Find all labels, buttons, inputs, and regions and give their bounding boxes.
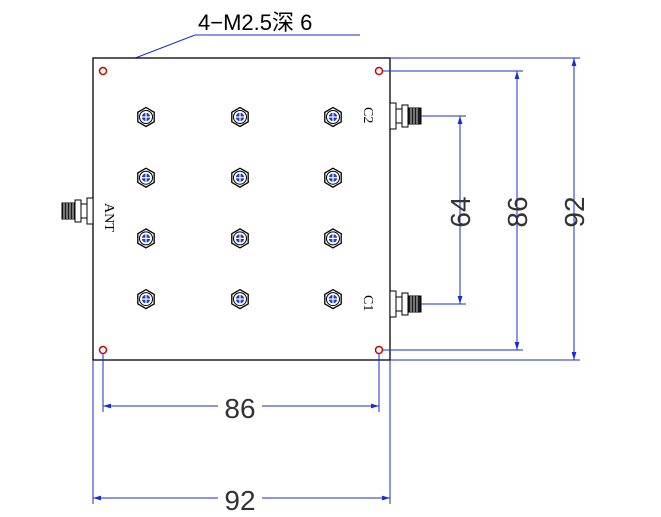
tuning-screw-icon bbox=[324, 106, 342, 128]
tuning-screw-icon bbox=[137, 288, 155, 310]
housing-outline bbox=[92, 57, 391, 361]
dimension-86-horizontal-label: 86 bbox=[224, 393, 255, 424]
dimension-92-horizontal-label: 92 bbox=[224, 485, 255, 516]
mount-hole-icon bbox=[374, 345, 384, 355]
sma-connector-icon bbox=[407, 295, 422, 313]
tuning-screw-icon bbox=[324, 228, 342, 249]
sma-connector-icon bbox=[407, 107, 422, 125]
tuning-screw-icon bbox=[231, 167, 249, 188]
tuning-screw-icon bbox=[231, 228, 249, 249]
c1-label: C1 bbox=[360, 295, 375, 311]
dimension-64: 64 bbox=[421, 115, 476, 305]
tuning-screw-icon bbox=[137, 228, 155, 249]
tuning-screw-icon bbox=[324, 288, 342, 310]
dimension-86-vertical-label: 86 bbox=[502, 196, 533, 227]
mount-holes bbox=[98, 66, 384, 355]
tuning-screw-icon bbox=[231, 288, 249, 310]
mount-hole-icon bbox=[98, 345, 108, 355]
tuning-screw-icon bbox=[231, 106, 249, 128]
dimension-92-vertical: 92 bbox=[390, 57, 590, 361]
tuning-screw-icon bbox=[137, 106, 155, 128]
dimension-86-horizontal: 86 bbox=[102, 354, 380, 424]
c2-connector bbox=[389, 102, 422, 130]
c2-label: C2 bbox=[360, 107, 375, 123]
hole-note: 4−M2.5深 6 bbox=[198, 10, 312, 35]
dimension-64-label: 64 bbox=[445, 196, 476, 227]
mount-hole-icon bbox=[374, 66, 384, 76]
tuning-screw-icon bbox=[137, 167, 155, 188]
c1-connector bbox=[389, 290, 422, 318]
dimension-92-horizontal: 92 bbox=[92, 360, 391, 516]
dimension-92-vertical-label: 92 bbox=[559, 196, 590, 227]
tuning-screw-icon bbox=[324, 167, 342, 188]
ant-connector bbox=[61, 197, 94, 225]
ant-label: ANT bbox=[101, 203, 116, 232]
mount-hole-icon bbox=[98, 66, 108, 76]
tuning-screw-grid bbox=[137, 106, 342, 310]
dimension-86-vertical: 86 bbox=[383, 70, 533, 351]
